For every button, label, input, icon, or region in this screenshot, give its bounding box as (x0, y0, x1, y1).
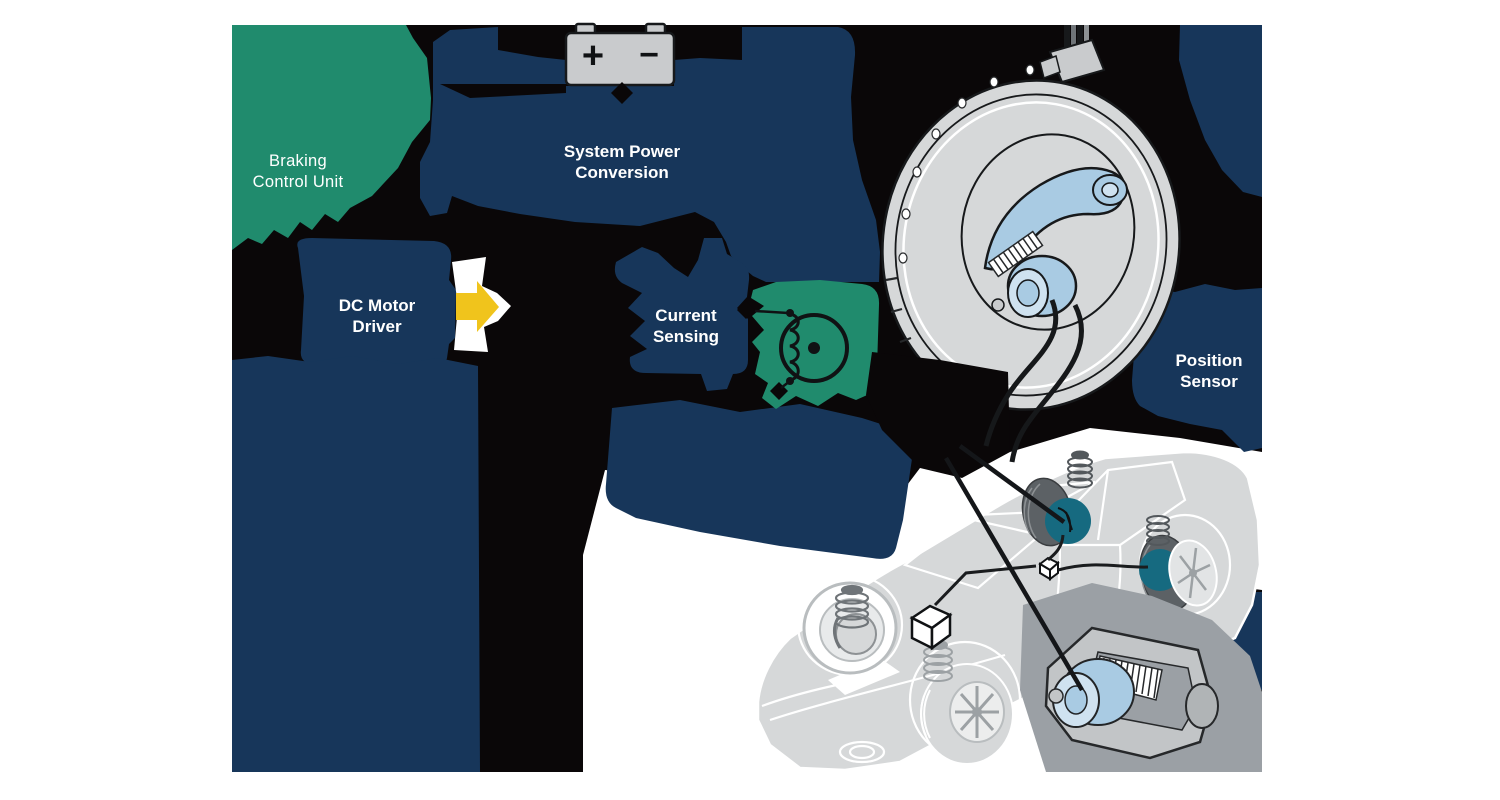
motor-wire-top (754, 309, 789, 315)
label-line: Sensing (652, 327, 720, 346)
spring-rear-right (1146, 515, 1170, 546)
car-fog-lamp (838, 740, 886, 764)
motor-circle (779, 313, 849, 383)
disc-hat (960, 133, 1136, 331)
label-system-power-conversion: System Power Conversion (564, 141, 680, 183)
tire-tread-front-right (920, 689, 931, 739)
battery-plus-sign: + (582, 35, 604, 77)
disc-mount-bar-3 (1077, 25, 1083, 50)
label-braking-control-unit: Braking Control Unit (253, 151, 344, 193)
battery-icon: + − (564, 22, 676, 104)
spring-rear-left (1067, 450, 1093, 489)
motor-shaft-dot (808, 342, 820, 354)
block-braking-control-unit (232, 25, 431, 250)
wheel-front-right (920, 663, 1014, 765)
caliper-pivot-face (1101, 182, 1119, 198)
callout-lines (944, 444, 1084, 692)
flow-arrow (452, 257, 511, 352)
disc-mount-bar-1 (1064, 25, 1070, 51)
label-position-sensor: Position Sensor (1175, 350, 1242, 392)
callout-line-to-actuator (944, 456, 1084, 692)
motor-coil (789, 312, 800, 382)
actuator-end-cap (1185, 683, 1219, 729)
label-line: Position (1175, 351, 1243, 370)
label-current-sensing: Current Sensing (653, 305, 719, 347)
caliper-lead-screw (987, 230, 1044, 278)
label-line: System Power (563, 142, 681, 161)
motor-wire-bottom (780, 380, 791, 389)
callout-line-to-rear-brake (958, 444, 1066, 524)
motor-wire-diamond-top (737, 301, 755, 319)
block-dc-motor-driver (297, 238, 456, 369)
battery-backdrop-sliver (440, 84, 566, 98)
label-line: Conversion (575, 163, 669, 182)
connector-box-icon (1038, 556, 1060, 581)
disc-bracket-notch (1039, 55, 1061, 79)
label-line: DC Motor (338, 296, 416, 315)
car-fog-lamp-inner (848, 744, 876, 760)
motor-terminal-top (786, 309, 794, 317)
block-current-sensing (614, 238, 750, 391)
rim-spokes-rear-right (1177, 547, 1211, 599)
wheel-rear-right (1139, 534, 1218, 612)
actuator-motor-ring (1064, 685, 1088, 715)
car-b-pillar (1096, 469, 1110, 541)
car-headlight (828, 658, 900, 695)
battery-minus-sign: − (639, 36, 659, 74)
label-line: Current (655, 306, 717, 325)
brake-hose-1 (983, 299, 1059, 447)
ecu-box-icon (909, 604, 953, 651)
brake-disc-illustration (866, 25, 1181, 478)
rim-spokes-front-right (955, 686, 999, 738)
brake-hose-2 (1009, 303, 1084, 463)
navy-strip-top-right (1179, 25, 1262, 197)
label-line: Braking (268, 152, 328, 170)
flow-arrow-icon (456, 281, 499, 332)
wire-rear-left-to-connector (1046, 534, 1065, 562)
spring-front-left (834, 584, 870, 629)
disc-mount-bar-4 (1084, 25, 1089, 49)
battery-connector-diamond (611, 82, 633, 104)
navy-wedge-center (605, 400, 914, 559)
navy-mass-bottom-left (232, 356, 480, 772)
disc-base-silhouette (866, 352, 1010, 478)
brake-actuator-cutaway (1044, 626, 1219, 760)
block-position-sensor (1132, 284, 1262, 452)
label-line: Control Unit (252, 173, 344, 191)
disc-mount-bar-2 (1071, 25, 1076, 51)
actuator-bolt (1048, 688, 1064, 704)
disc-bolt-holes (898, 63, 1073, 264)
caliper-bolt (991, 298, 1005, 312)
dc-motor-symbol (737, 301, 849, 400)
label-line: Driver (352, 317, 402, 336)
caliper-actuator-ring (1016, 279, 1040, 307)
label-line: Sensor (1180, 372, 1238, 391)
wire-connector-to-rear-right (1057, 563, 1149, 572)
label-dc-motor-driver: DC Motor Driver (339, 295, 415, 337)
